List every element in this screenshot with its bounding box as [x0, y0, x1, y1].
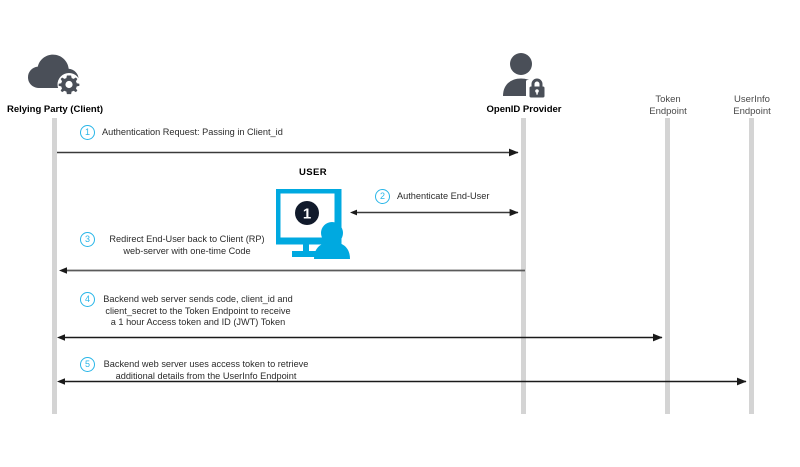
arrowhead-message-2-left: [350, 209, 357, 216]
participant-openid-provider-label: OpenID Provider: [486, 104, 562, 115]
arrowhead-message-4-left: [57, 334, 65, 341]
lifeline-userinfo-endpoint: [749, 118, 754, 414]
lifeline-openid-provider: [521, 118, 526, 414]
lifeline-token-endpoint: [665, 118, 670, 414]
lifeline-relying-party: [52, 118, 57, 414]
cloud-gear-icon: [26, 50, 86, 98]
endpoint-userinfo-line2: Endpoint: [733, 106, 771, 117]
person-lock-icon: [500, 52, 552, 98]
participant-relying-party-label: Relying Party (Client): [6, 104, 104, 115]
step-badge-4: 4: [80, 292, 95, 307]
step-badge-1: 1: [80, 125, 95, 140]
endpoint-userinfo-label: UserInfo Endpoint: [697, 94, 800, 118]
arrowhead-message-5-left: [57, 378, 65, 385]
step-badge-2: 2: [375, 189, 390, 204]
message-4-line-2: client_secret to the Token Endpoint to r…: [105, 305, 291, 316]
message-4-text: Backend web server sends code, client_id…: [100, 294, 296, 329]
endpoint-token-line1: Token: [655, 94, 681, 105]
message-2-text: Authenticate End-User: [397, 191, 489, 203]
message-3-line-2: web-server with one-time Code: [123, 245, 251, 256]
endpoint-userinfo-line1: UserInfo: [734, 94, 770, 105]
participant-openid-provider: OpenID Provider: [444, 104, 604, 115]
step-badge-5: 5: [80, 357, 95, 372]
message-4-line-1: Backend web server sends code, client_id…: [103, 294, 293, 304]
message-2-line-1: Authenticate End-User: [397, 191, 490, 201]
message-5-text: Backend web server uses access token to …: [100, 359, 312, 382]
user-badge-number: 1: [303, 206, 311, 223]
user-actor-caption: USER: [299, 167, 327, 178]
user-badge-circle: [295, 201, 319, 225]
message-5-line-2: additional details from the UserInfo End…: [115, 370, 297, 381]
message-3-text: Redirect End-User back to Client (RP) we…: [100, 234, 274, 257]
endpoint-token-line2: Endpoint: [649, 106, 687, 117]
message-5-line-1: Backend web server uses access token to …: [103, 359, 309, 369]
endpoint-token-label: Token Endpoint: [613, 94, 723, 118]
message-4-line-3: a 1 hour Access token and ID (JWT) Token: [110, 317, 286, 327]
participant-relying-party: Relying Party (Client): [0, 104, 155, 115]
arrowhead-message-3: [59, 267, 67, 274]
message-1-text: Authentication Request: Passing in Clien…: [102, 127, 283, 139]
message-3-line-1: Redirect End-User back to Client (RP): [109, 234, 265, 244]
message-1-line-1: Authentication Request: Passing in Clien…: [102, 127, 283, 137]
step-badge-3: 3: [80, 232, 95, 247]
monitor-user-icon: 1: [273, 186, 352, 259]
